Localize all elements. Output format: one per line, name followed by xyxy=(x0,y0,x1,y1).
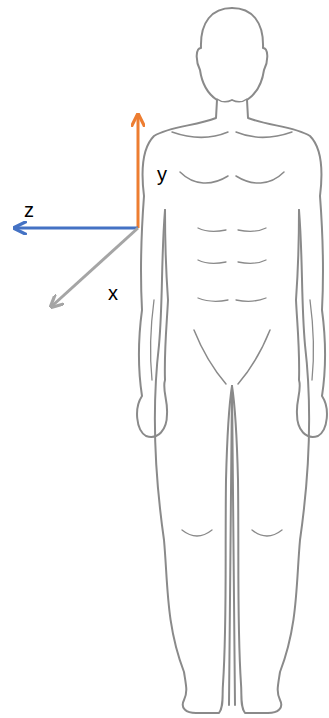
y-axis-arrow xyxy=(137,116,140,228)
x-axis-arrow xyxy=(52,228,138,306)
axis-label: x xyxy=(108,283,118,303)
z-axis-arrow xyxy=(16,227,138,230)
axis-label: y xyxy=(157,164,167,184)
axis-label: z xyxy=(24,200,34,220)
